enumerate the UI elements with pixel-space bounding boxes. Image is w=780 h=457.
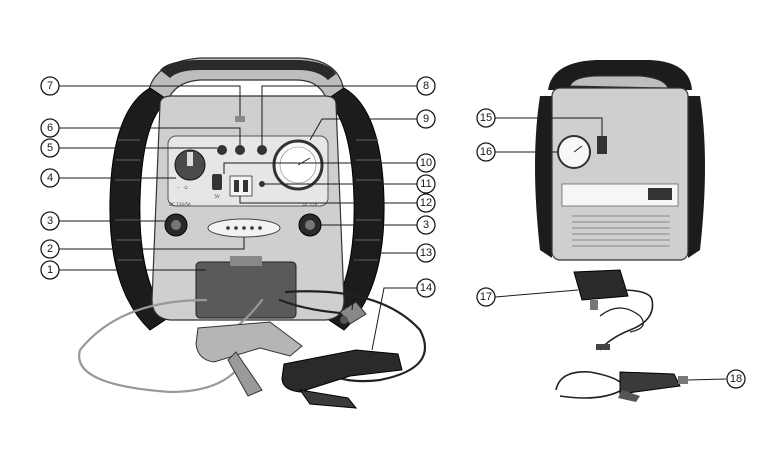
callout-18: 18 (726, 369, 746, 389)
svg-text:6: 6 (47, 122, 53, 134)
svg-text:10: 10 (420, 157, 432, 169)
svg-text:11: 11 (420, 178, 431, 190)
callout-14: 14 (416, 278, 436, 298)
callout-3-right: 3 (416, 215, 436, 235)
car-charger-cable[interactable] (555, 371, 688, 402)
dial-power-label: ⏻ (184, 185, 188, 190)
callout-17: 17 (476, 287, 496, 307)
callout-16: 16 (476, 142, 496, 162)
callout-11: 11 (416, 174, 436, 194)
svg-text:7: 7 (47, 80, 53, 92)
usb-label: 5V (214, 194, 220, 199)
svg-text:18: 18 (730, 373, 742, 385)
main-unit: – ⏻ 5V DC 12V/5A DC 12V (109, 57, 385, 331)
callout-12: 12 (416, 193, 436, 213)
svg-text:4: 4 (47, 172, 53, 184)
callout-5: 5 (40, 138, 60, 158)
callout-6: 6 (40, 118, 60, 138)
leader-lines (59, 85, 727, 381)
rear-switch[interactable] (597, 136, 607, 154)
svg-text:1: 1 (47, 264, 53, 276)
svg-text:15: 15 (480, 112, 492, 124)
callout-10: 10 (416, 153, 436, 173)
black-clamp[interactable] (281, 349, 403, 409)
ac-adapter[interactable] (573, 269, 654, 351)
led-11 (259, 181, 265, 187)
callout-8: 8 (416, 76, 436, 96)
right-socket-label: DC 12V (303, 202, 318, 207)
svg-text:16: 16 (480, 146, 492, 158)
callout-7: 7 (40, 76, 60, 96)
svg-text:5: 5 (47, 142, 53, 154)
red-clamp[interactable] (195, 321, 303, 397)
jack-6[interactable] (235, 145, 245, 155)
callout-2: 2 (40, 239, 60, 259)
svg-text:2: 2 (47, 243, 53, 255)
rear-unit (535, 60, 705, 261)
air-hose-nozzle[interactable] (339, 301, 367, 325)
right-bumper (325, 87, 385, 331)
callout-9: 9 (416, 109, 436, 129)
usb-port[interactable] (212, 174, 222, 190)
jack-5[interactable] (217, 145, 227, 155)
callout-15: 15 (476, 108, 496, 128)
dial-minus-label: – (177, 185, 179, 190)
svg-text:14: 14 (420, 282, 432, 294)
svg-text:12: 12 (420, 197, 432, 209)
jack-8[interactable] (257, 145, 267, 155)
callout-13: 13 (416, 243, 436, 263)
svg-text:13: 13 (420, 247, 432, 259)
svg-text:8: 8 (423, 80, 429, 92)
svg-text:3: 3 (47, 215, 53, 227)
left-socket-label: DC 12V/5A (169, 202, 191, 207)
svg-text:9: 9 (423, 113, 429, 125)
callout-4: 4 (40, 168, 60, 188)
switch-block[interactable] (229, 175, 253, 197)
svg-text:17: 17 (480, 291, 492, 303)
cable-bay (195, 261, 297, 319)
callout-1: 1 (40, 260, 60, 280)
svg-text:3: 3 (423, 219, 429, 231)
rear-housing (551, 87, 689, 261)
indicator-7 (235, 116, 245, 122)
callout-3-left: 3 (40, 211, 60, 231)
